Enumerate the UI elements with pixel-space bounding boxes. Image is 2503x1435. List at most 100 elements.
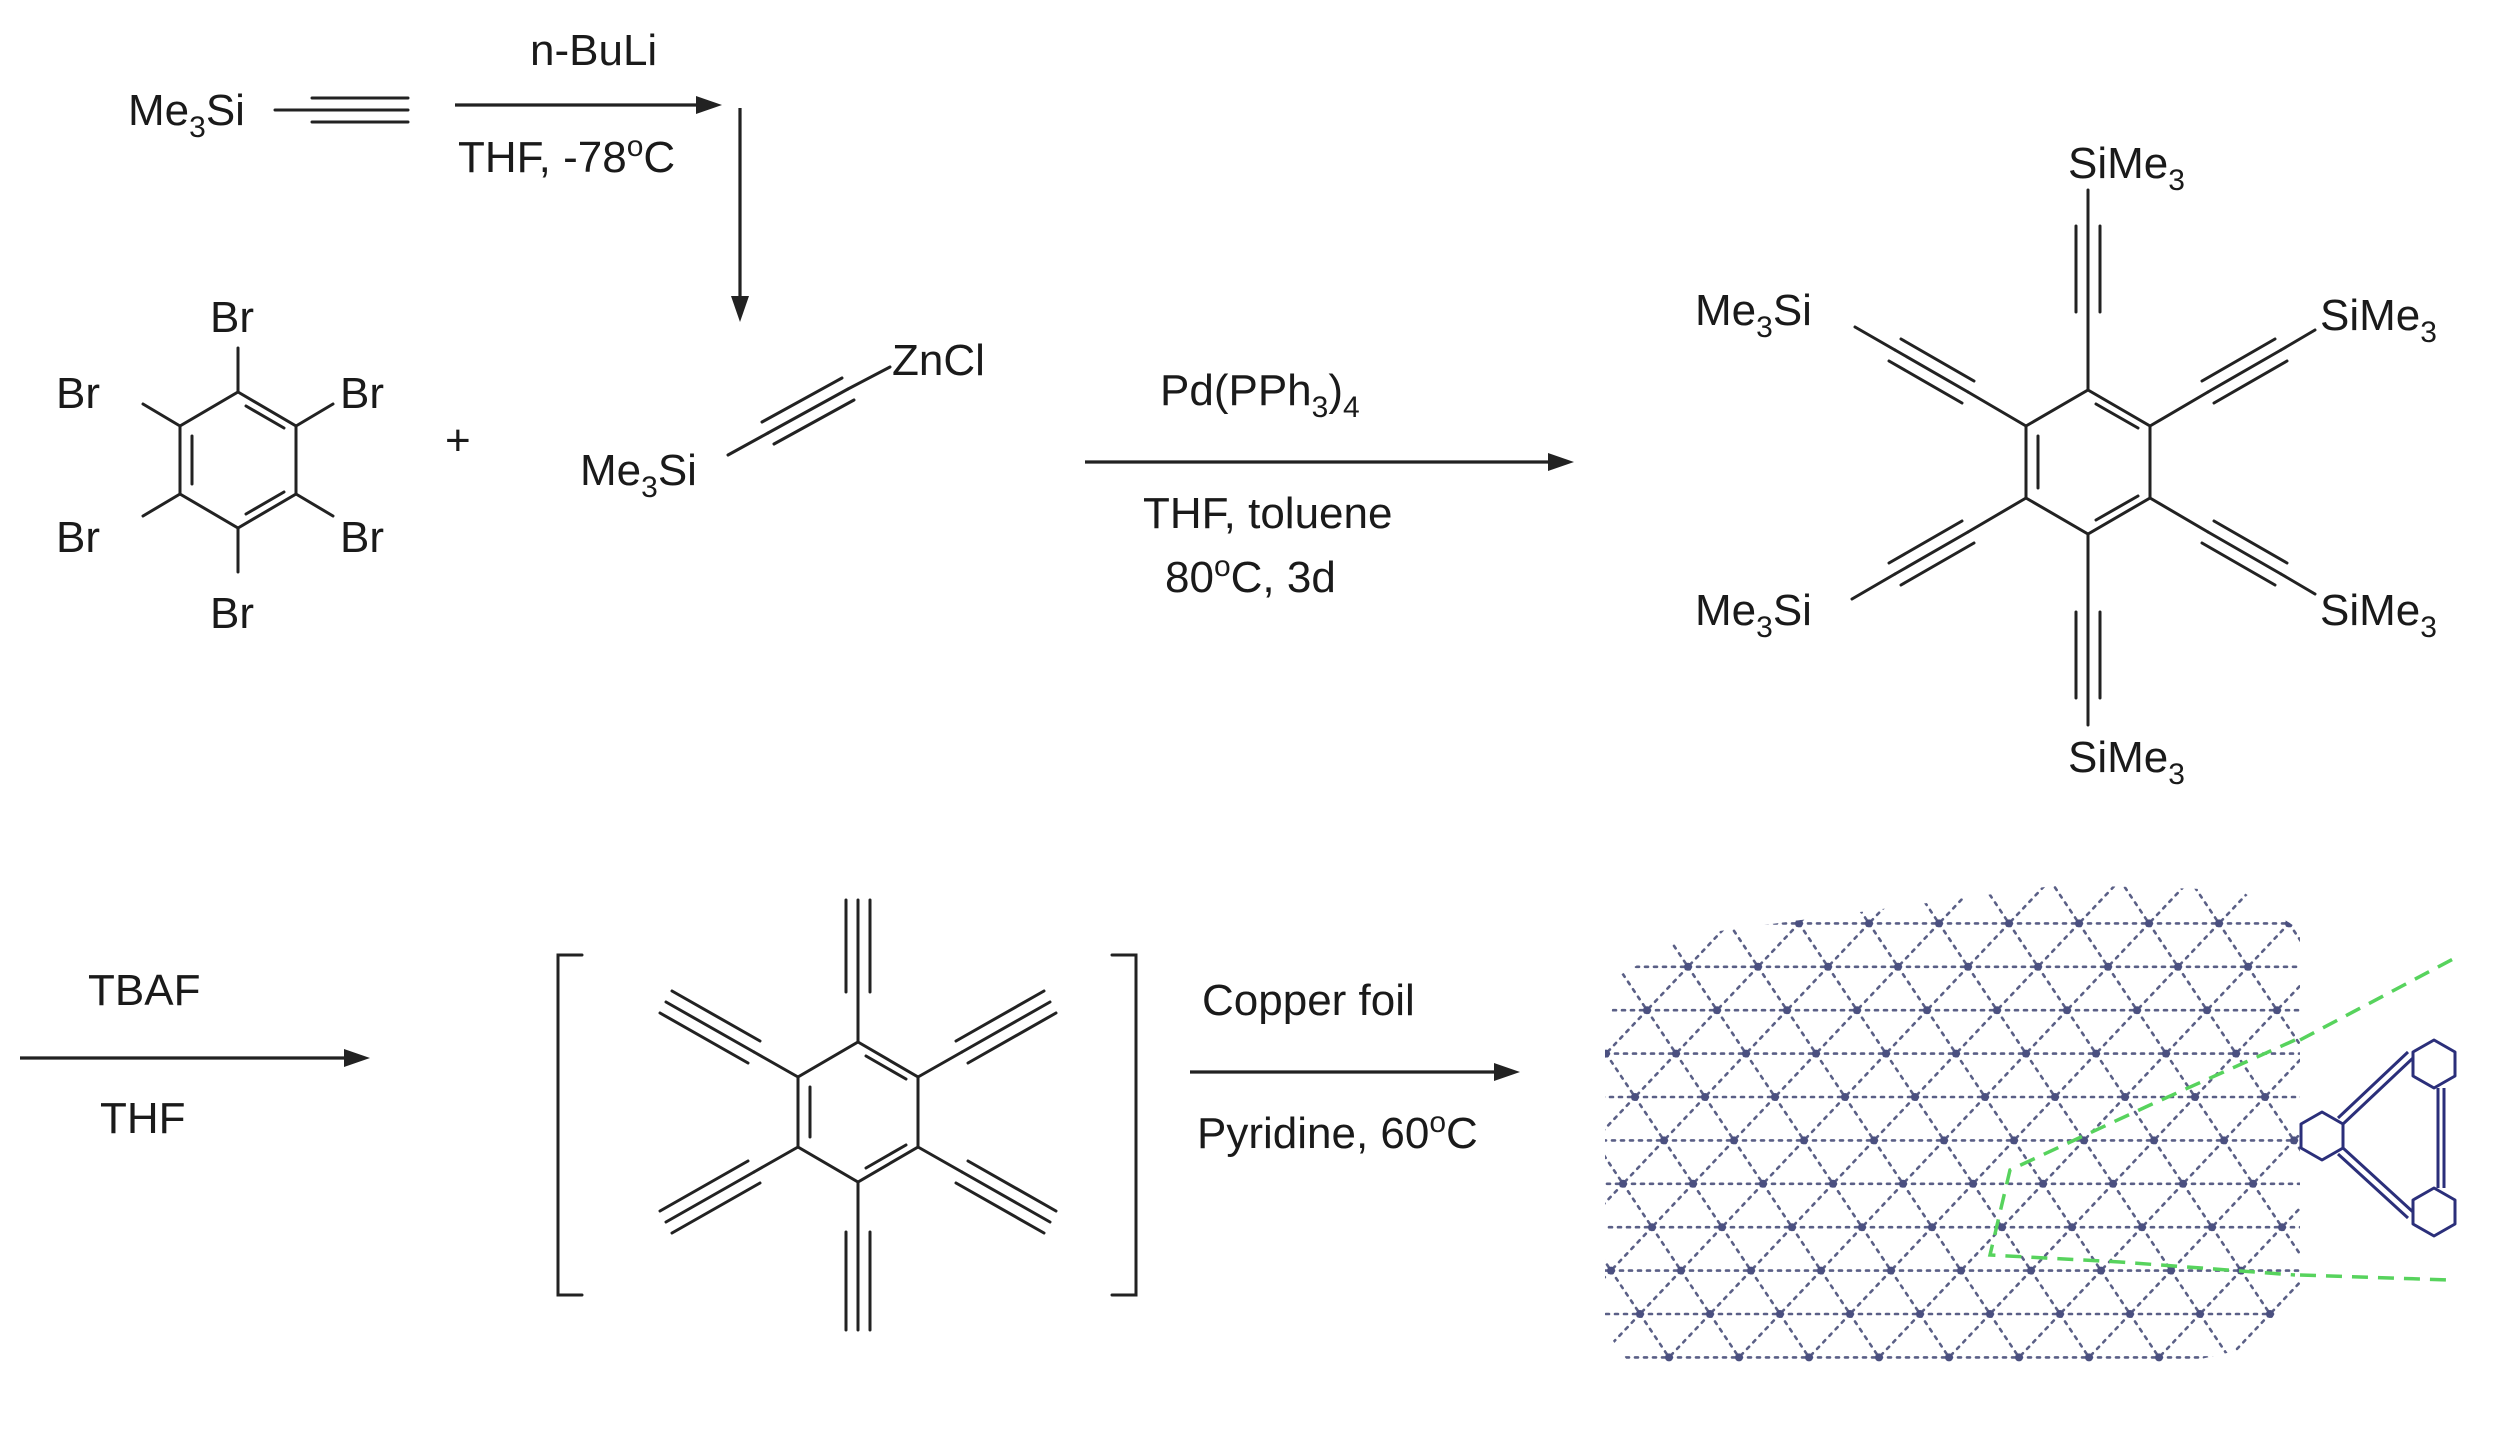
lattice-bond [2275, 1008, 2300, 1055]
lattice-node [1858, 1223, 1866, 1232]
step3-solvent: THF [100, 1094, 186, 1143]
lattice-bond [1756, 922, 1801, 969]
step2-cat-sub1: 3 [1312, 391, 1329, 424]
lattice-bond [2222, 1095, 2267, 1142]
lattice-bond [2017, 1312, 2062, 1359]
lattice-node [1807, 833, 1815, 841]
lattice-bond [1536, 1010, 1577, 1053]
lattice-bond [2301, 793, 2342, 836]
lattice-node [2447, 1267, 2455, 1275]
lattice-bond [1616, 922, 1661, 969]
lattice-bond [1896, 922, 1941, 969]
lattice-bond [1797, 885, 1842, 925]
lattice-bond [1942, 1095, 1987, 1142]
lattice-bond [2287, 922, 2300, 969]
tms-suffix: Si [206, 86, 245, 135]
lattice-node [1708, 789, 1716, 797]
lattice-bond [1843, 1052, 1888, 1099]
lattice-node [2034, 962, 2042, 971]
lattice-node [2244, 962, 2252, 971]
lattice-node [1964, 962, 1972, 971]
silyl-sub: 3 [1756, 611, 1773, 644]
lattice-node [1940, 1136, 1948, 1145]
lattice-bond [2234, 1052, 2267, 1099]
lattice-bond [2048, 885, 2081, 925]
lattice-bond [1605, 1182, 1625, 1229]
lattice-bond [1531, 837, 1560, 880]
lattice-node [2396, 876, 2404, 884]
lattice-bond [1848, 1269, 1893, 1316]
lattice-bond [2036, 965, 2069, 1012]
lattice-bond [1449, 880, 1490, 923]
lattice-bond [2318, 967, 2347, 1010]
lattice-bond [2111, 1182, 2144, 1229]
step2-temp: 80 [1165, 553, 1214, 602]
lattice-bond [2371, 837, 2400, 880]
lattice-bond [1983, 1052, 2028, 1099]
lattice-bond [1500, 1314, 1529, 1357]
lattice-node [1981, 1093, 1989, 1101]
lattice-bond [1570, 1314, 1599, 1357]
step2-cat-sub2: 4 [1343, 391, 1360, 424]
lattice-bond [1548, 923, 1589, 966]
step2-deg: o [1214, 550, 1231, 583]
lattice-node [1385, 1353, 1393, 1361]
lattice-node [1805, 1353, 1813, 1362]
lattice-node [2027, 1266, 2035, 1275]
silyl-tail: Si [1773, 586, 1812, 635]
lattice-bond [2330, 880, 2359, 923]
lattice-bond [1650, 1182, 1695, 1229]
simes3-lower-right: SiMe3 [2320, 586, 2437, 644]
lattice-bond [1609, 1225, 1654, 1272]
lattice-bond [1466, 1054, 1495, 1097]
lattice-bond [2147, 922, 2180, 969]
lattice-node [2377, 1267, 2385, 1275]
lattice-bond [1442, 1184, 1483, 1227]
lattice-node [1875, 1353, 1883, 1362]
step2-time: C, 3d [1231, 553, 1336, 602]
lattice-node [1491, 1093, 1499, 1101]
lattice-node [2097, 1266, 2105, 1275]
step2-cat-main: Pd(PPh [1160, 366, 1312, 415]
lattice-node [1368, 1223, 1376, 1231]
step1-conditions: THF, -78oC [458, 130, 675, 182]
lattice-bond [2280, 1225, 2300, 1272]
step3-reagent: TBAF [88, 966, 200, 1015]
lattice-node [2401, 1093, 2409, 1101]
lattice-node [2266, 1310, 2274, 1318]
step2-arrow: Pd(PPh3)4 THF, toluene 80oC, 3d [1085, 366, 1574, 602]
lattice-bond [1360, 1314, 1389, 1357]
lattice-bond [1790, 1182, 1835, 1229]
lattice-node [2425, 919, 2433, 927]
lattice-bond [1616, 965, 1649, 1012]
lattice-bond [2041, 1182, 2074, 1229]
lattice-bond [1437, 967, 1478, 1010]
lattice-bond [1703, 1095, 1736, 1142]
lattice-node [2307, 1267, 2315, 1275]
plus-sign: + [445, 416, 471, 465]
lattice-node [1568, 789, 1576, 797]
lattice-node [1918, 789, 1926, 797]
lattice-bond [2123, 1052, 2168, 1099]
lattice-bond [2376, 1010, 2417, 1053]
lattice-node [2331, 1093, 2339, 1101]
lattice-bond [2190, 837, 2231, 880]
graphdiyne-network-illustration [1356, 789, 2457, 1362]
silyl-main: Me [1695, 586, 1756, 635]
lattice-bond [1605, 922, 1620, 969]
lattice-bond [1560, 880, 1589, 923]
lattice-bond [1770, 837, 1811, 880]
lattice-bond [1420, 880, 1449, 923]
step4-arrow: Copper foil Pyridine, 60oC [1190, 976, 1520, 1158]
lattice-bond [1811, 793, 1852, 836]
tms-prefix: Me [128, 86, 189, 135]
lattice-bond [1741, 837, 1770, 880]
lattice-bond [1992, 793, 2021, 836]
lattice-bond [2246, 922, 2291, 969]
me3si-lower-left: Me3Si [1695, 586, 1812, 644]
lattice-node [1356, 1310, 1364, 1318]
lattice-bond [2058, 1269, 2103, 1316]
lattice-bond [1609, 1269, 1642, 1316]
br-label: Br [210, 293, 254, 342]
lattice-bond [1988, 1269, 2033, 1316]
